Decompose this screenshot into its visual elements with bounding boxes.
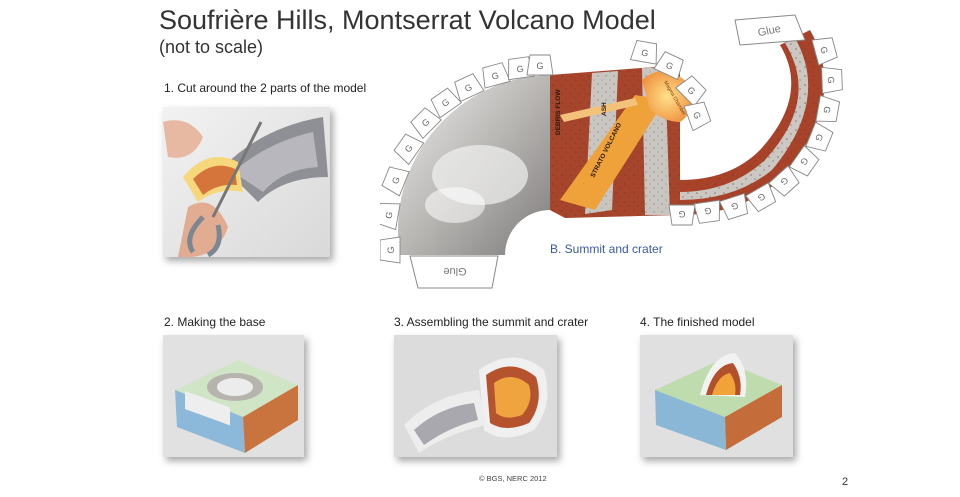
glue-flap-shape — [693, 199, 720, 224]
glue-tab-top-text: Glue — [757, 23, 782, 40]
glue-flap-shape — [629, 39, 658, 65]
glue-flap-g: G — [745, 182, 777, 213]
glue-flap-g: G — [668, 204, 696, 226]
step-2-label: 2. Making the base — [164, 315, 266, 329]
glue-flap-g: G — [693, 199, 720, 224]
glue-flap-g: G — [454, 73, 485, 103]
copyright-credit: © BGS, NERC 2012 — [479, 474, 547, 483]
glue-flap-g: G — [788, 144, 820, 177]
glue-flap-g: G — [393, 133, 425, 166]
glue-tab-top: Glue — [734, 14, 806, 46]
glue-flap-label: G — [678, 209, 685, 219]
glue-flap-shape — [430, 87, 463, 119]
glue-tab-bottom: Glue — [409, 255, 499, 289]
step-4-label: 4. The finished model — [640, 315, 755, 329]
step-1-label: 1. Cut around the 2 parts of the model — [164, 81, 367, 95]
glue-flap-shape — [454, 73, 485, 103]
photo-assembling-summit — [394, 335, 557, 457]
glue-flap-shape — [805, 121, 834, 152]
glue-flap-label: G — [390, 175, 402, 185]
glue-flap-g: G — [821, 66, 843, 94]
glue-flap-shape — [379, 236, 401, 264]
glue-flap-label: G — [813, 132, 825, 142]
label-debris-flow: DEBRIS FLOW — [555, 89, 562, 135]
glue-flap-label: G — [383, 211, 394, 220]
glue-flap-shape — [482, 62, 511, 89]
glue-flap-label: G — [826, 76, 836, 83]
glue-flap-shape — [821, 66, 843, 94]
glue-flap-g: G — [379, 236, 401, 264]
glue-flap-shape — [393, 133, 425, 166]
glue-flap-g: G — [381, 166, 410, 197]
glue-flap-g: G — [375, 202, 401, 231]
glue-flap-shape — [788, 144, 820, 177]
page-title: Soufrière Hills, Montserrat Volcano Mode… — [159, 5, 656, 35]
glue-flap-g: G — [482, 62, 511, 89]
glue-flap-label: G — [756, 191, 767, 203]
glue-flap-label: G — [403, 143, 415, 154]
glue-flap-shape — [653, 51, 684, 81]
magma-chamber — [642, 71, 693, 122]
glue-flap-shape — [815, 94, 841, 123]
glue-flap-shape — [811, 37, 838, 66]
glue-flap-label: G — [491, 70, 500, 81]
glue-flap-g: G — [805, 121, 834, 152]
glue-flap-label: G — [691, 110, 703, 120]
glue-flap-shape — [745, 182, 777, 213]
glue-flap-label: G — [641, 47, 650, 58]
glue-flap-label: G — [818, 46, 829, 55]
strato-volcano-layer — [560, 95, 665, 210]
glue-flap-label: G — [798, 156, 810, 167]
glue-flap-shape — [410, 107, 442, 139]
glue-flap-label: G — [778, 175, 790, 187]
glue-tab-bottom-text: Glue — [443, 265, 466, 277]
glue-flap-label: G — [386, 246, 396, 253]
glue-flap-label: G — [664, 60, 675, 72]
photo-cutting-model — [163, 107, 330, 257]
glue-flap-g: G — [815, 94, 841, 123]
step-3-label: 3. Assembling the summit and crater — [394, 315, 589, 329]
glue-flap-shape — [668, 204, 696, 226]
glue-flap-label: G — [730, 200, 740, 212]
glue-flap-g: G — [675, 75, 707, 107]
glue-flap-label: G — [463, 82, 474, 94]
glue-flap-g: G — [653, 51, 684, 81]
page-subtitle: (not to scale) — [159, 37, 264, 57]
glue-flap-g: G — [683, 101, 712, 132]
diagram-summit-crater: Glue Glue DEBRIS FLOW ASH STRATO VOLCANO… — [375, 10, 850, 305]
diagram-caption: B. Summit and crater — [550, 242, 663, 256]
glue-flap-shape — [381, 166, 410, 197]
glue-flap-label: G — [704, 206, 712, 217]
glue-flap-label: G — [821, 106, 832, 115]
glue-flap-label: G — [536, 61, 543, 71]
glue-flap-g: G — [430, 87, 463, 119]
glue-flap-g: G — [410, 107, 442, 139]
glue-flap-shape — [526, 54, 554, 76]
photo-making-base — [163, 335, 304, 457]
photo-finished-model — [640, 335, 793, 457]
glue-flap-label: G — [516, 64, 524, 75]
label-ash: ASH — [601, 102, 608, 116]
glue-flap-label: G — [440, 97, 451, 109]
page-number: 2 — [842, 476, 849, 488]
glue-flap-g: G — [629, 39, 658, 65]
glue-flap-g: G — [811, 37, 838, 66]
glue-flap-g: G — [526, 54, 554, 76]
glue-flap-shape — [683, 101, 712, 132]
